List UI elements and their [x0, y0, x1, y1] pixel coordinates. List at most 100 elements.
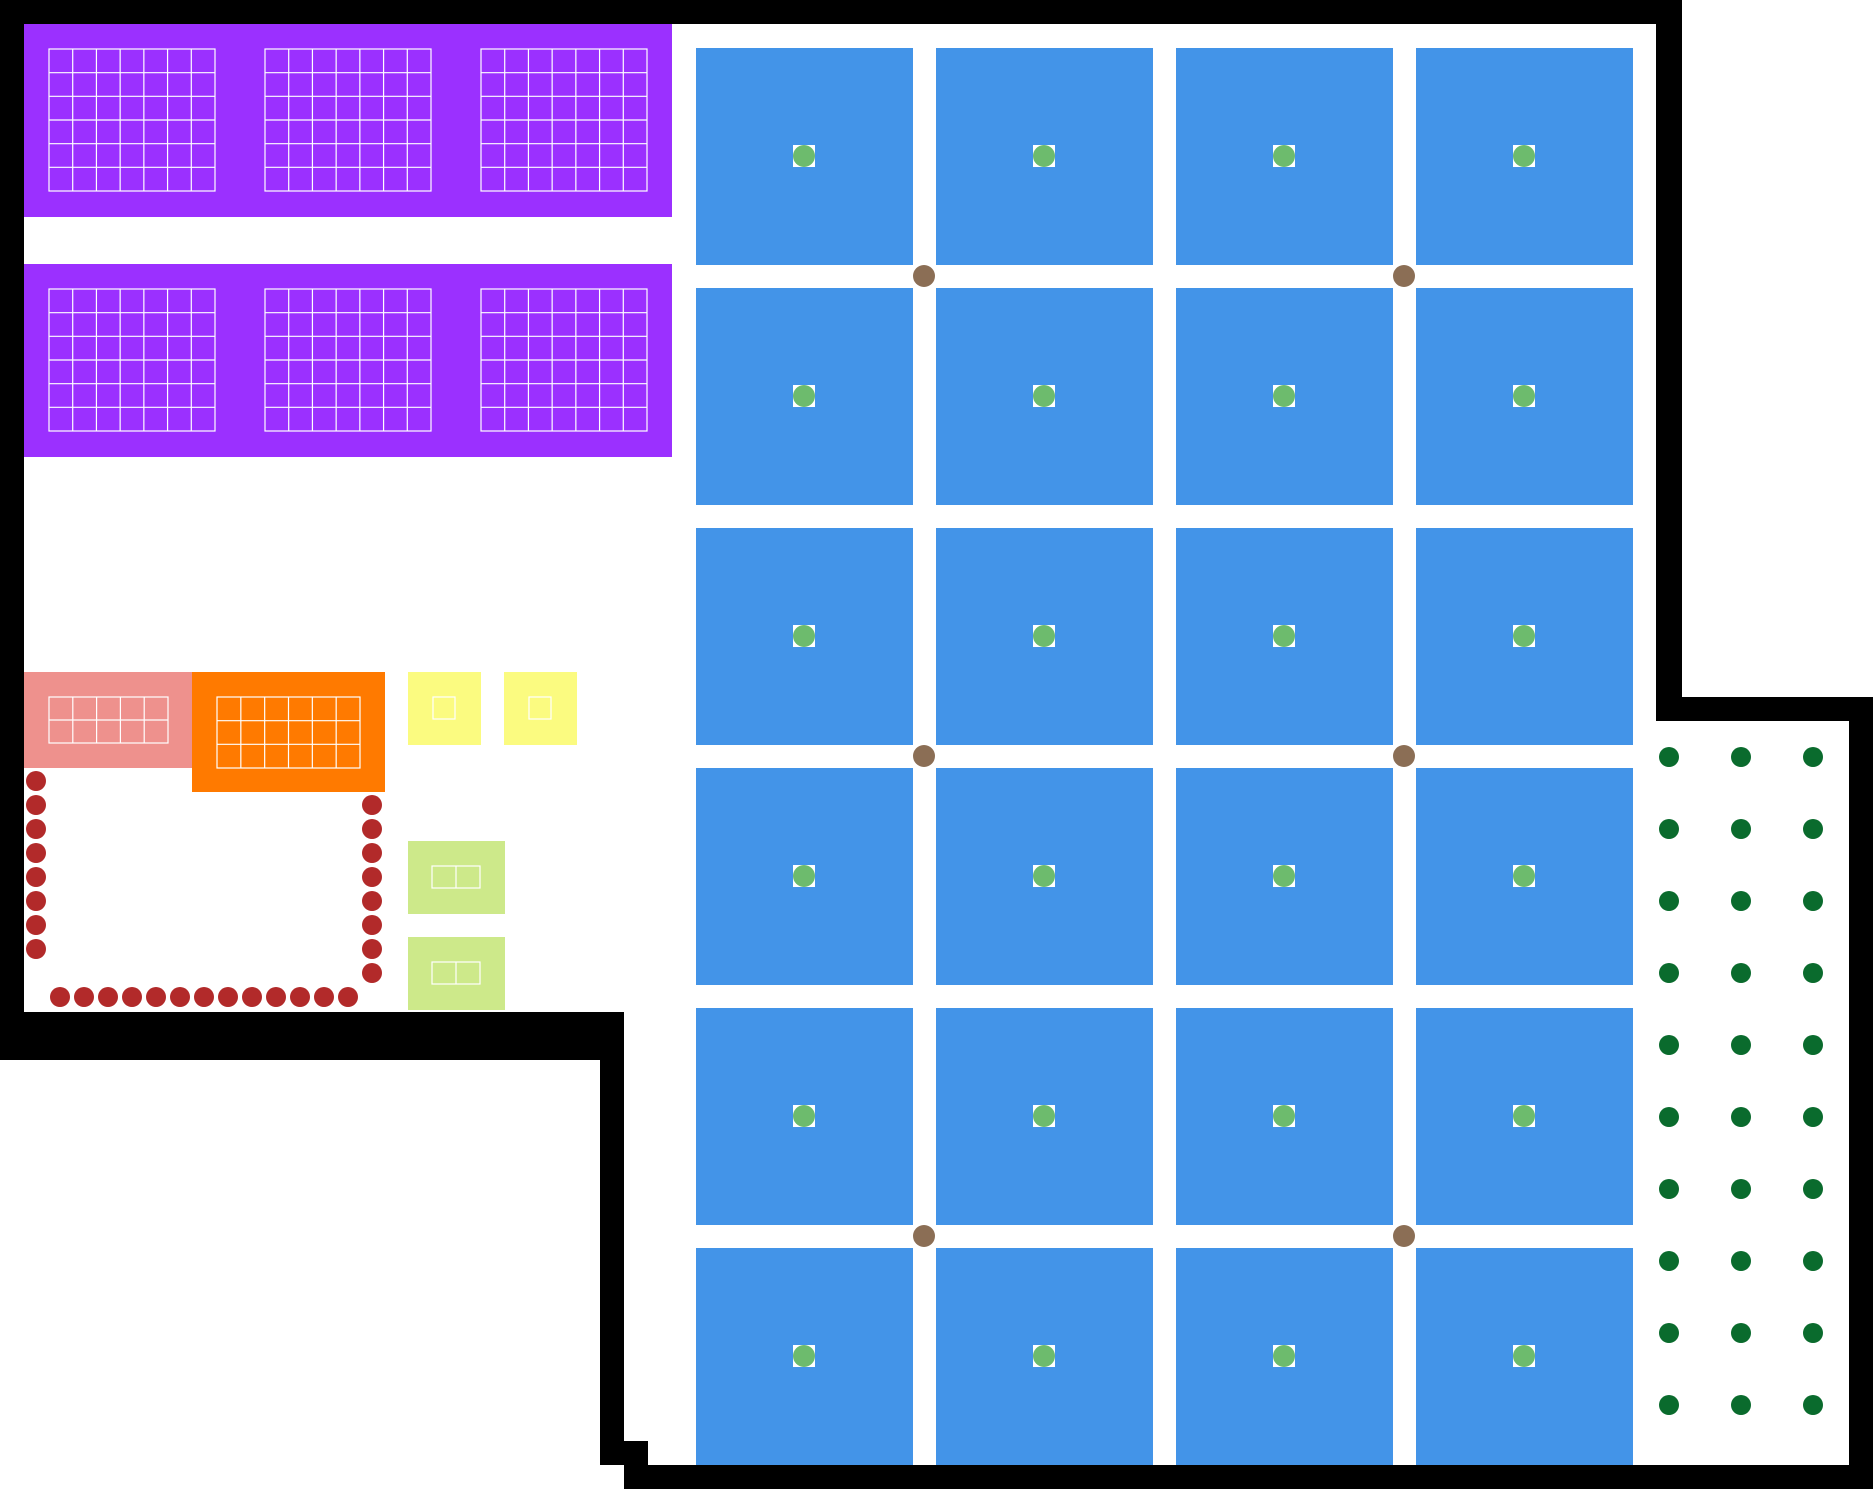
room-center-marker	[793, 1345, 815, 1367]
room-center-marker	[1513, 1345, 1535, 1367]
red-post	[362, 867, 382, 887]
red-post	[50, 987, 70, 1007]
room-center-marker	[1513, 625, 1535, 647]
red-post	[74, 987, 94, 1007]
lime-box-grid	[431, 961, 481, 985]
green-dot	[1659, 1251, 1679, 1271]
yellow-box-grid-border	[432, 696, 456, 720]
red-post	[26, 843, 46, 863]
red-post	[242, 987, 262, 1007]
wall-step-vertical	[600, 1012, 624, 1465]
red-post	[266, 987, 286, 1007]
red-post	[122, 987, 142, 1007]
green-dot	[1659, 1179, 1679, 1199]
room-center-marker	[1513, 1105, 1535, 1127]
room-center-marker	[793, 1105, 815, 1127]
structural-column	[1393, 745, 1415, 767]
green-dot	[1659, 1323, 1679, 1343]
purple-storage-grid	[48, 48, 216, 192]
wall-corner-notch	[624, 1441, 648, 1489]
room-center-marker	[793, 385, 815, 407]
green-dot	[1731, 963, 1751, 983]
structural-column	[1393, 265, 1415, 287]
red-post	[362, 819, 382, 839]
room-center-marker	[1273, 1105, 1295, 1127]
room-center-marker	[793, 145, 815, 167]
red-post	[362, 939, 382, 959]
room-center-marker	[1273, 625, 1295, 647]
red-post	[26, 771, 46, 791]
red-post	[338, 987, 358, 1007]
green-dot	[1659, 891, 1679, 911]
red-post	[362, 795, 382, 815]
red-post	[194, 987, 214, 1007]
lime-box-grid	[431, 865, 481, 889]
purple-storage-grid	[480, 48, 648, 192]
red-post	[362, 915, 382, 935]
green-dot	[1731, 1395, 1751, 1415]
room-center-marker	[1033, 1345, 1055, 1367]
purple-storage-grid	[48, 288, 216, 432]
green-dot	[1659, 747, 1679, 767]
room-center-marker	[1273, 1345, 1295, 1367]
green-dot	[1731, 1035, 1751, 1055]
green-dot	[1731, 1107, 1751, 1127]
red-post	[98, 987, 118, 1007]
room-center-marker	[1513, 865, 1535, 887]
red-post	[314, 987, 334, 1007]
purple-storage-grid	[264, 288, 432, 432]
room-center-marker	[1273, 145, 1295, 167]
red-post	[26, 939, 46, 959]
room-center-marker	[1033, 385, 1055, 407]
red-post	[218, 987, 238, 1007]
structural-column	[1393, 1225, 1415, 1247]
yellow-box-grid	[528, 696, 552, 720]
room-center-marker	[1273, 385, 1295, 407]
green-dot	[1803, 963, 1823, 983]
red-post	[26, 819, 46, 839]
room-center-marker	[1033, 145, 1055, 167]
purple-storage-grid	[264, 48, 432, 192]
room-center-marker	[1513, 385, 1535, 407]
yellow-box	[504, 672, 577, 745]
green-dot	[1803, 1323, 1823, 1343]
structural-column	[913, 265, 935, 287]
yellow-box	[408, 672, 481, 745]
red-post	[362, 963, 382, 983]
red-post	[362, 891, 382, 911]
room-center-marker	[1033, 1105, 1055, 1127]
green-dot	[1659, 1107, 1679, 1127]
green-dot	[1803, 1395, 1823, 1415]
structural-column	[913, 745, 935, 767]
green-dot-field	[1659, 747, 1823, 1415]
green-dot	[1659, 1395, 1679, 1415]
red-post	[26, 795, 46, 815]
room-center-marker	[1033, 865, 1055, 887]
room-center-marker	[1513, 145, 1535, 167]
red-post	[290, 987, 310, 1007]
green-dot	[1659, 819, 1679, 839]
purple-storage-grid	[480, 288, 648, 432]
green-dot	[1803, 1035, 1823, 1055]
green-dot	[1803, 819, 1823, 839]
red-post	[26, 891, 46, 911]
green-dot	[1803, 891, 1823, 911]
pink-grid	[48, 696, 169, 744]
wall-step-horizontal	[0, 1012, 624, 1036]
room-center-marker	[793, 865, 815, 887]
green-dot	[1731, 891, 1751, 911]
yellow-box-grid-border	[528, 696, 552, 720]
room-center-marker	[1273, 865, 1295, 887]
red-post	[26, 915, 46, 935]
south-west-area	[24, 672, 577, 1010]
structural-column	[913, 1225, 935, 1247]
green-dot	[1803, 1251, 1823, 1271]
blue-room-grid	[696, 48, 1633, 1465]
green-dot	[1731, 819, 1751, 839]
green-dot	[1731, 1323, 1751, 1343]
room-center-marker	[793, 625, 815, 647]
green-dot	[1731, 1251, 1751, 1271]
green-dot	[1803, 1179, 1823, 1199]
orange-grid	[216, 696, 361, 769]
